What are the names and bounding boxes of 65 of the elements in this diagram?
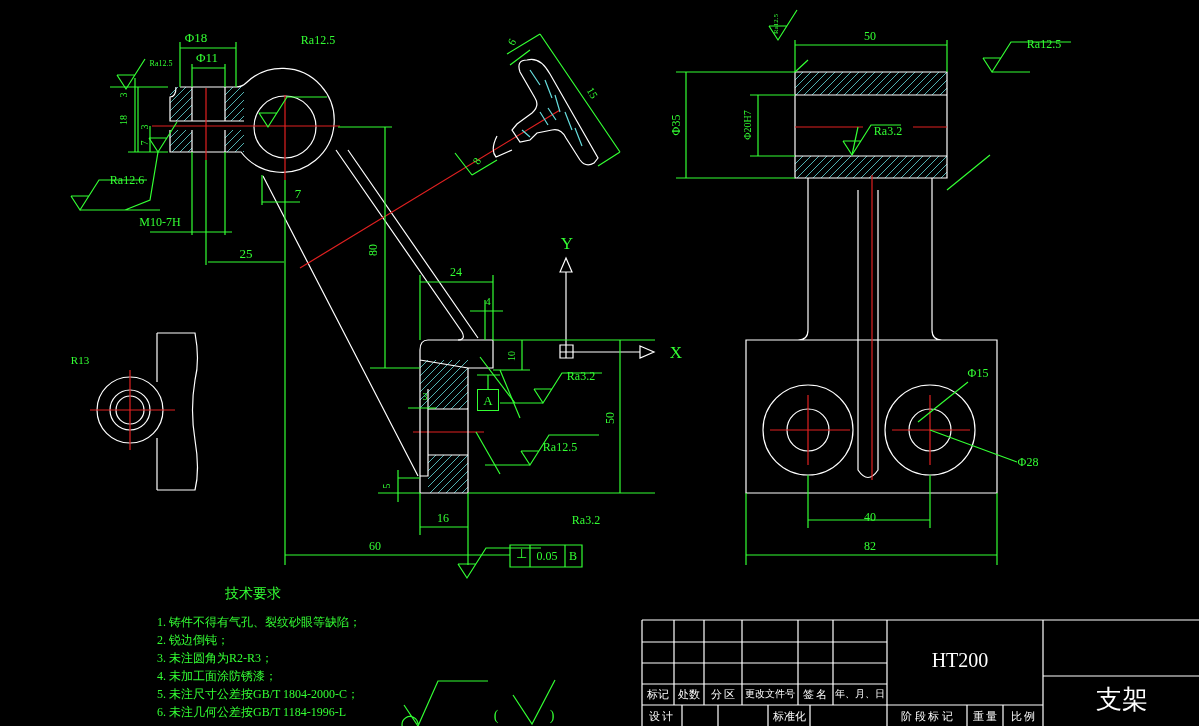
dimension-text: 7 xyxy=(140,140,150,146)
roughness-label: Ra12.5 xyxy=(542,441,578,453)
roughness-label: Ra3.2 xyxy=(566,370,596,382)
note-text: 2. 锐边倒钝； xyxy=(157,634,229,646)
dimension-text: 8 xyxy=(470,155,484,167)
cell-text: 标记 xyxy=(647,688,669,700)
roughness-label: Ra12.6 xyxy=(109,174,145,186)
parenthesis: ) xyxy=(549,709,555,723)
datum-box: A xyxy=(477,389,499,411)
cell-text: 比 例 xyxy=(1010,710,1036,722)
dimension-text: 3 xyxy=(422,392,428,402)
dimension-text: 10 xyxy=(507,351,517,361)
dimension-text: Φ35 xyxy=(670,114,682,136)
note-text: 4. 未加工面涂防锈漆； xyxy=(157,670,277,682)
dimension-text: Φ18 xyxy=(184,30,208,44)
dimension-text: 3 xyxy=(119,92,129,98)
axis-label: X xyxy=(669,343,683,361)
cell-text: 标准化 xyxy=(772,710,806,722)
datum-letter: B xyxy=(569,550,577,562)
dimension-text: R13 xyxy=(70,354,90,366)
tolerance-value: 0.05 xyxy=(536,550,558,562)
parenthesis: ( xyxy=(493,709,499,723)
dimension-text: 18 xyxy=(119,115,129,125)
cell-text: 签 名 xyxy=(802,688,828,700)
heading-text: 技术要求 xyxy=(225,587,281,601)
dimension-text: 6 xyxy=(505,36,519,48)
cell-text: 重 量 xyxy=(972,710,998,722)
roughness-label: Ra12.5 xyxy=(1026,38,1062,50)
roughness-label: Ra3.2 xyxy=(571,514,601,526)
cell-text: 更改文件号 xyxy=(745,689,795,699)
dimension-text: Φ11 xyxy=(196,50,218,64)
roughness-label: Ra12.5 xyxy=(300,34,336,46)
note-text: 6. 未注几何公差按GB/T 1184-1996-L xyxy=(157,706,346,718)
dimension-text: Φ15 xyxy=(967,367,989,379)
note-text: 5. 未注尺寸公差按GB/T 1804-2000-C； xyxy=(157,688,360,700)
dimension-text: Φ20H7 xyxy=(743,110,753,140)
cell-text: 处数 xyxy=(678,688,700,700)
roughness-label: Ra12.5 xyxy=(149,60,173,68)
cell-text: 设 计 xyxy=(648,710,674,722)
dimension-text: 15 xyxy=(584,85,600,101)
cell-text: 年、月、日 xyxy=(835,689,885,699)
tolerance-symbol: ⊥ xyxy=(515,546,527,560)
dimension-text: 80 xyxy=(367,244,379,256)
thread-label: M10-7H xyxy=(139,216,181,228)
dimension-text: 82 xyxy=(864,540,876,552)
dimension-text: 4 xyxy=(485,295,491,307)
note-text: 3. 未注圆角为R2-R3； xyxy=(157,652,273,664)
dimension-text: 40 xyxy=(864,511,876,523)
cell-text: 阶 段 标 记 xyxy=(900,710,954,722)
cell-text: 分 区 xyxy=(710,688,736,700)
dimension-text: 60 xyxy=(369,540,381,552)
dimension-text: 24 xyxy=(450,266,462,278)
dimension-text: 5 xyxy=(382,483,392,489)
roughness-label: Ra3.2 xyxy=(873,125,903,137)
dimension-text: 50 xyxy=(864,30,876,42)
dimension-text: 50 xyxy=(604,412,616,424)
dimension-text: 7 xyxy=(294,186,302,200)
dimension-text: Φ28 xyxy=(1017,456,1039,468)
axis-label: Y xyxy=(560,234,574,252)
dimension-text: 25 xyxy=(239,246,253,260)
dimension-text: 16 xyxy=(437,512,449,524)
title-text: 支架 xyxy=(1096,687,1148,713)
material-text: HT200 xyxy=(931,650,989,670)
dimension-text: 3 xyxy=(140,124,150,130)
note-text: 1. 铸件不得有气孔、裂纹砂眼等缺陷； xyxy=(157,616,361,628)
